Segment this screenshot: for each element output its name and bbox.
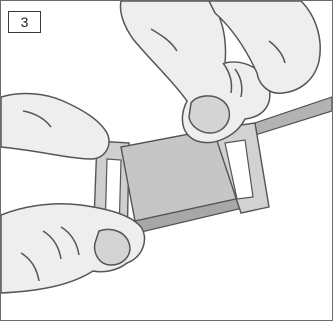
left-lower-hand [1,204,145,293]
left-upper-hand [1,94,109,159]
step-number-label: 3 [8,11,41,33]
